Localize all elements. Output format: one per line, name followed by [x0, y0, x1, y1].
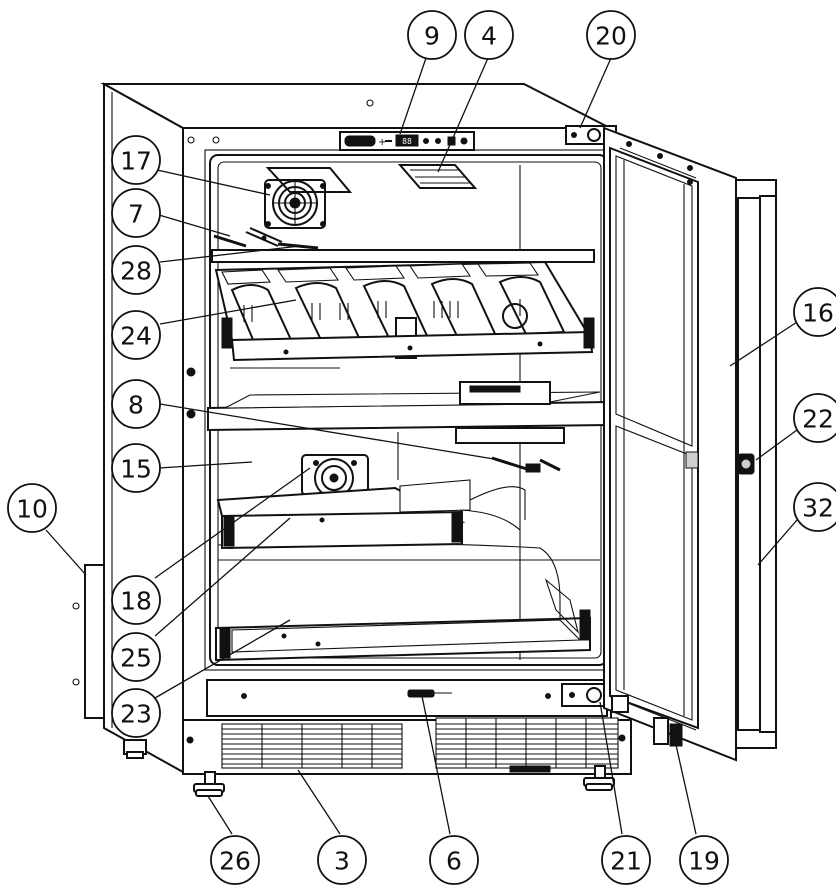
- svg-text:21: 21: [610, 847, 642, 876]
- svg-text:17: 17: [120, 147, 152, 176]
- callout-8: 8: [111, 379, 161, 429]
- callout-6: 6: [429, 835, 479, 885]
- middle-divider-shelf: [207, 381, 609, 480]
- leader-lines: [45, 57, 798, 835]
- glass-door: [603, 126, 737, 762]
- temperature-sensors-lower: [491, 456, 561, 473]
- svg-text:22: 22: [802, 405, 834, 434]
- lower-front-bezel: [206, 679, 608, 717]
- callout-3: 3: [317, 835, 367, 885]
- door-switch: [611, 695, 683, 747]
- svg-text:26: 26: [219, 847, 251, 876]
- svg-text:8: 8: [128, 391, 144, 420]
- svg-text:9: 9: [424, 22, 440, 51]
- callout-24: 24: [111, 310, 161, 360]
- svg-text:23: 23: [120, 700, 152, 729]
- cabinet-top-panel: [100, 83, 611, 129]
- callout-9: 9: [407, 10, 457, 60]
- cabinet-front-frame: [182, 127, 612, 774]
- callout-19: 19: [679, 835, 729, 885]
- svg-text:15: 15: [120, 455, 152, 484]
- callout-26: 26: [210, 835, 260, 885]
- svg-text:20: 20: [595, 22, 627, 51]
- callout-15: 15: [111, 443, 161, 493]
- svg-text:16: 16: [802, 299, 834, 328]
- callout-32: 32: [793, 482, 836, 532]
- callout-7: 7: [111, 188, 161, 238]
- bottom-shelf: [215, 578, 591, 662]
- svg-text:3: 3: [334, 847, 350, 876]
- top-fan: [264, 167, 353, 229]
- door-lock: [737, 453, 755, 475]
- leveling-feet: [193, 765, 615, 797]
- callout-18: 18: [111, 575, 161, 625]
- svg-text:19: 19: [688, 847, 720, 876]
- upper-shelf-rail: [211, 249, 595, 263]
- callout-21: 21: [601, 835, 651, 885]
- svg-text:24: 24: [120, 322, 152, 351]
- upper-wine-rack: [214, 260, 595, 369]
- svg-text:10: 10: [16, 495, 48, 524]
- lower-drawer: [216, 479, 526, 550]
- bottom-vent-grille: [182, 717, 632, 775]
- svg-text:25: 25: [120, 644, 152, 673]
- svg-text:6: 6: [446, 847, 462, 876]
- svg-text:7: 7: [128, 200, 144, 229]
- callout-28: 28: [111, 245, 161, 295]
- svg-text:18: 18: [120, 587, 152, 616]
- callout-16: 16: [793, 287, 836, 337]
- top-light-housing: [397, 164, 478, 189]
- callout-25: 25: [111, 632, 161, 682]
- svg-text:4: 4: [481, 22, 497, 51]
- callout-22: 22: [793, 393, 836, 443]
- callout-20: 20: [586, 10, 636, 60]
- callout-4: 4: [464, 10, 514, 60]
- svg-text:+: +: [378, 137, 386, 148]
- svg-text:32: 32: [802, 494, 834, 523]
- callout-10: 10: [7, 483, 57, 533]
- callout-23: 23: [111, 688, 161, 738]
- temperature-sensors-upper: [213, 227, 319, 250]
- callout-17: 17: [111, 135, 161, 185]
- temperature-display: 88: [402, 137, 412, 146]
- svg-text:28: 28: [120, 257, 152, 286]
